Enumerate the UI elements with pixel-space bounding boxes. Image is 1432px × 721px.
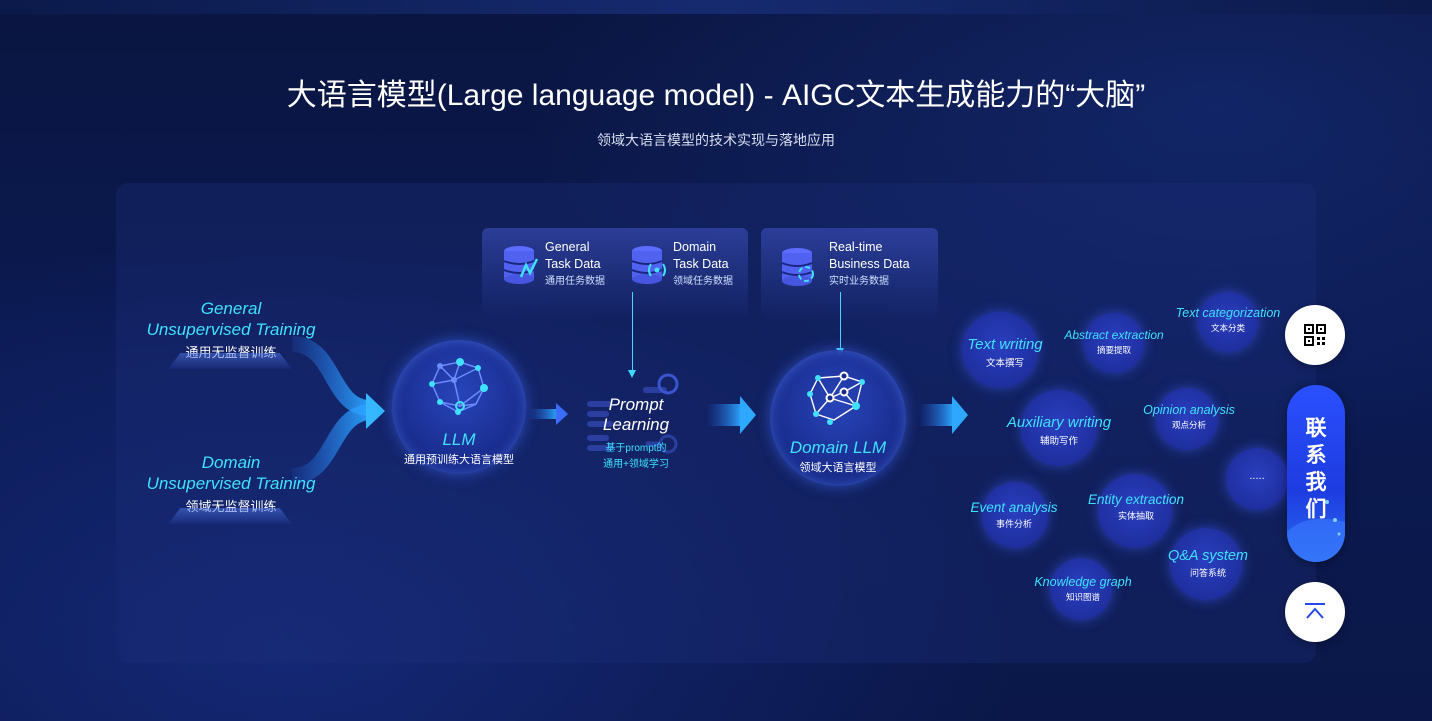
bubble-more [1226,448,1288,510]
bubble-text-categorization [1198,292,1258,352]
domain-llm-label: Domain LLM 领域大语言模型 [789,438,887,474]
prompt-learning-label: Prompt Learning 基于prompt的 通用+领域学习 [602,395,670,470]
connector-task-prompt [632,292,633,370]
merge-curve-top [291,336,371,416]
platform-domain [168,508,292,524]
app-more: ..... [1249,470,1265,482]
app-qa-system: Q&A system 问答系统 [1167,548,1249,578]
bubble-event-analysis [982,482,1048,548]
prompt-decoration [587,373,679,454]
contact-us-button[interactable]: 联系我们 [1287,385,1345,562]
app-entity-extraction: Entity extraction 实体抽取 [1087,492,1185,521]
arrowhead-task [628,370,636,378]
arrow-llm-prompt [528,409,558,419]
bubble-knowledge-graph [1050,558,1112,620]
app-opinion-analysis: Opinion analysis 观点分析 [1143,403,1235,430]
back-to-top-button[interactable] [1285,582,1345,642]
bubble-text-writing [962,312,1038,388]
database-icon [503,246,539,284]
network-icon [429,358,488,415]
app-text-writing: Text writing 文本撰写 [967,336,1043,369]
source-general: General Unsupervised Training 通用无监督训练 [146,299,316,360]
merge-arrow-head [366,393,385,429]
bubble-entity-extraction [1098,474,1172,548]
app-text-categorization: Text categorization 文本分类 [1175,306,1281,333]
qr-code-icon [1304,324,1326,346]
app-abstract-extraction: Abstract extraction 摘要提取 [1064,328,1164,355]
network-icon [807,371,865,425]
back-to-top-icon [1305,603,1325,619]
platform-general [168,353,292,369]
app-auxiliary-writing: Auxiliary writing 辅助写作 [1006,414,1112,447]
arrow-domain-apps [918,404,954,426]
llm-label: LLM 通用预训练大语言模型 [404,430,514,466]
arrow-prompt-domain [706,404,742,426]
page-title: 大语言模型(Large language model) - AIGC文本生成能力… [286,79,1146,112]
database-icon [781,248,814,286]
app-event-analysis: Event analysis 事件分析 [970,500,1058,529]
source-domain: Domain Unsupervised Training 领域无监督训练 [146,453,316,514]
top-band [0,0,1432,14]
qr-code-button[interactable] [1285,305,1345,365]
page-subtitle: 领域大语言模型的技术实现与落地应用 [597,132,835,148]
bubble-abstract-extraction [1084,313,1144,373]
data-label-realtime: Real-time Business Data 实时业务数据 [829,240,910,287]
data-label-general: General Task Data 通用任务数据 [545,240,605,287]
contact-wave-decoration [1287,500,1345,562]
data-label-domain: Domain Task Data 领域任务数据 [673,240,733,287]
contact-us-label: 联系我们 [1305,417,1327,521]
connector-business-domain [840,292,841,348]
merge-curve-bottom [291,404,372,484]
database-icon [631,246,666,284]
bubble-opinion-analysis [1156,388,1218,450]
bubble-qa-system [1170,528,1242,600]
bubble-auxiliary-writing [1021,390,1097,466]
app-knowledge-graph: Knowledge graph 知识图谱 [1034,575,1132,602]
